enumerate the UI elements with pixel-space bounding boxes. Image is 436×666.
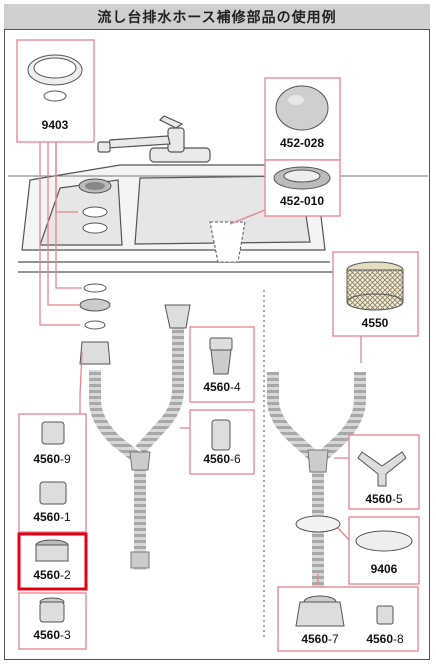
- page-title: 流し台排水ホース補修部品の使用例: [97, 8, 337, 25]
- label-452-028: 452-028: [279, 136, 325, 150]
- part-illustrations: [27, 54, 413, 627]
- label-4560-2: 4560-2: [33, 568, 71, 582]
- label-4560-5: 4560-5: [365, 492, 403, 506]
- label-4560-7: 4560-7: [301, 632, 339, 646]
- hose-fittings: [79, 283, 191, 365]
- label-4550: 4550: [361, 316, 389, 330]
- sink-strainer: [78, 178, 246, 263]
- faucet: [97, 115, 211, 163]
- label-9406: 9406: [370, 562, 398, 576]
- y-hose-right: [267, 372, 366, 620]
- label-4560-6: 4560-6: [203, 452, 241, 466]
- label-4560-8: 4560-8: [366, 632, 404, 646]
- label-4560-9: 4560-9: [33, 452, 71, 466]
- label-4560-4: 4560-4: [203, 380, 241, 394]
- y-hose-left: [89, 325, 184, 570]
- label-4560-3: 4560-3: [33, 628, 71, 642]
- label-4560-1: 4560-1: [33, 510, 71, 524]
- label-9403: 9403: [41, 118, 69, 132]
- label-452-010: 452-010: [279, 194, 325, 208]
- title-bar: 流し台排水ホース補修部品の使用例: [4, 4, 430, 30]
